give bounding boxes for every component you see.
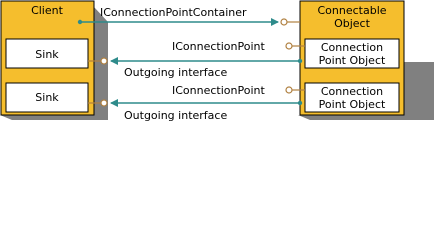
outgoing-arrow-origin-dot-2 xyxy=(297,100,303,106)
connection-point-label-2-line1: Connection xyxy=(321,85,383,98)
client-title: Client xyxy=(31,4,64,17)
container-lollipop-ring xyxy=(280,18,288,26)
connection-point-label-1-line1: Connection xyxy=(321,41,383,54)
sink-box-1 xyxy=(5,38,89,69)
sink-box-2 xyxy=(5,82,89,113)
connection-point-interface-label-1: IConnectionPoint xyxy=(172,40,265,53)
connectable-object-diagram: Client Sink Sink Connectable Object Conn… xyxy=(0,0,434,122)
client-arrow-origin-dot xyxy=(77,19,83,25)
connection-point-lollipop-ring-1 xyxy=(285,42,293,50)
sink-label-1: Sink xyxy=(35,48,59,61)
connection-point-label-1-line2: Point Object xyxy=(319,54,386,67)
sink-lollipop-ring-2 xyxy=(100,99,108,107)
object-panel-shadow xyxy=(298,62,434,120)
connectable-object-title-line1: Connectable xyxy=(317,4,386,17)
outgoing-arrow-origin-dot-1 xyxy=(297,58,303,64)
connection-point-interface-label-2: IConnectionPoint xyxy=(172,84,265,97)
connection-point-box-2 xyxy=(304,82,400,113)
connection-point-label-2-line2: Point Object xyxy=(319,98,386,111)
outgoing-interface-label-2: Outgoing interface xyxy=(124,109,227,122)
connectable-object-title-line2: Object xyxy=(334,17,371,30)
container-interface-label: IConnectionPointContainer xyxy=(100,6,247,19)
sink-lollipop-ring-1 xyxy=(100,57,108,65)
sink-label-2: Sink xyxy=(35,91,59,104)
connection-point-lollipop-ring-2 xyxy=(285,86,293,94)
outgoing-interface-label-1: Outgoing interface xyxy=(124,66,227,79)
connection-point-box-1 xyxy=(304,38,400,69)
client-panel-shadow xyxy=(0,7,108,120)
